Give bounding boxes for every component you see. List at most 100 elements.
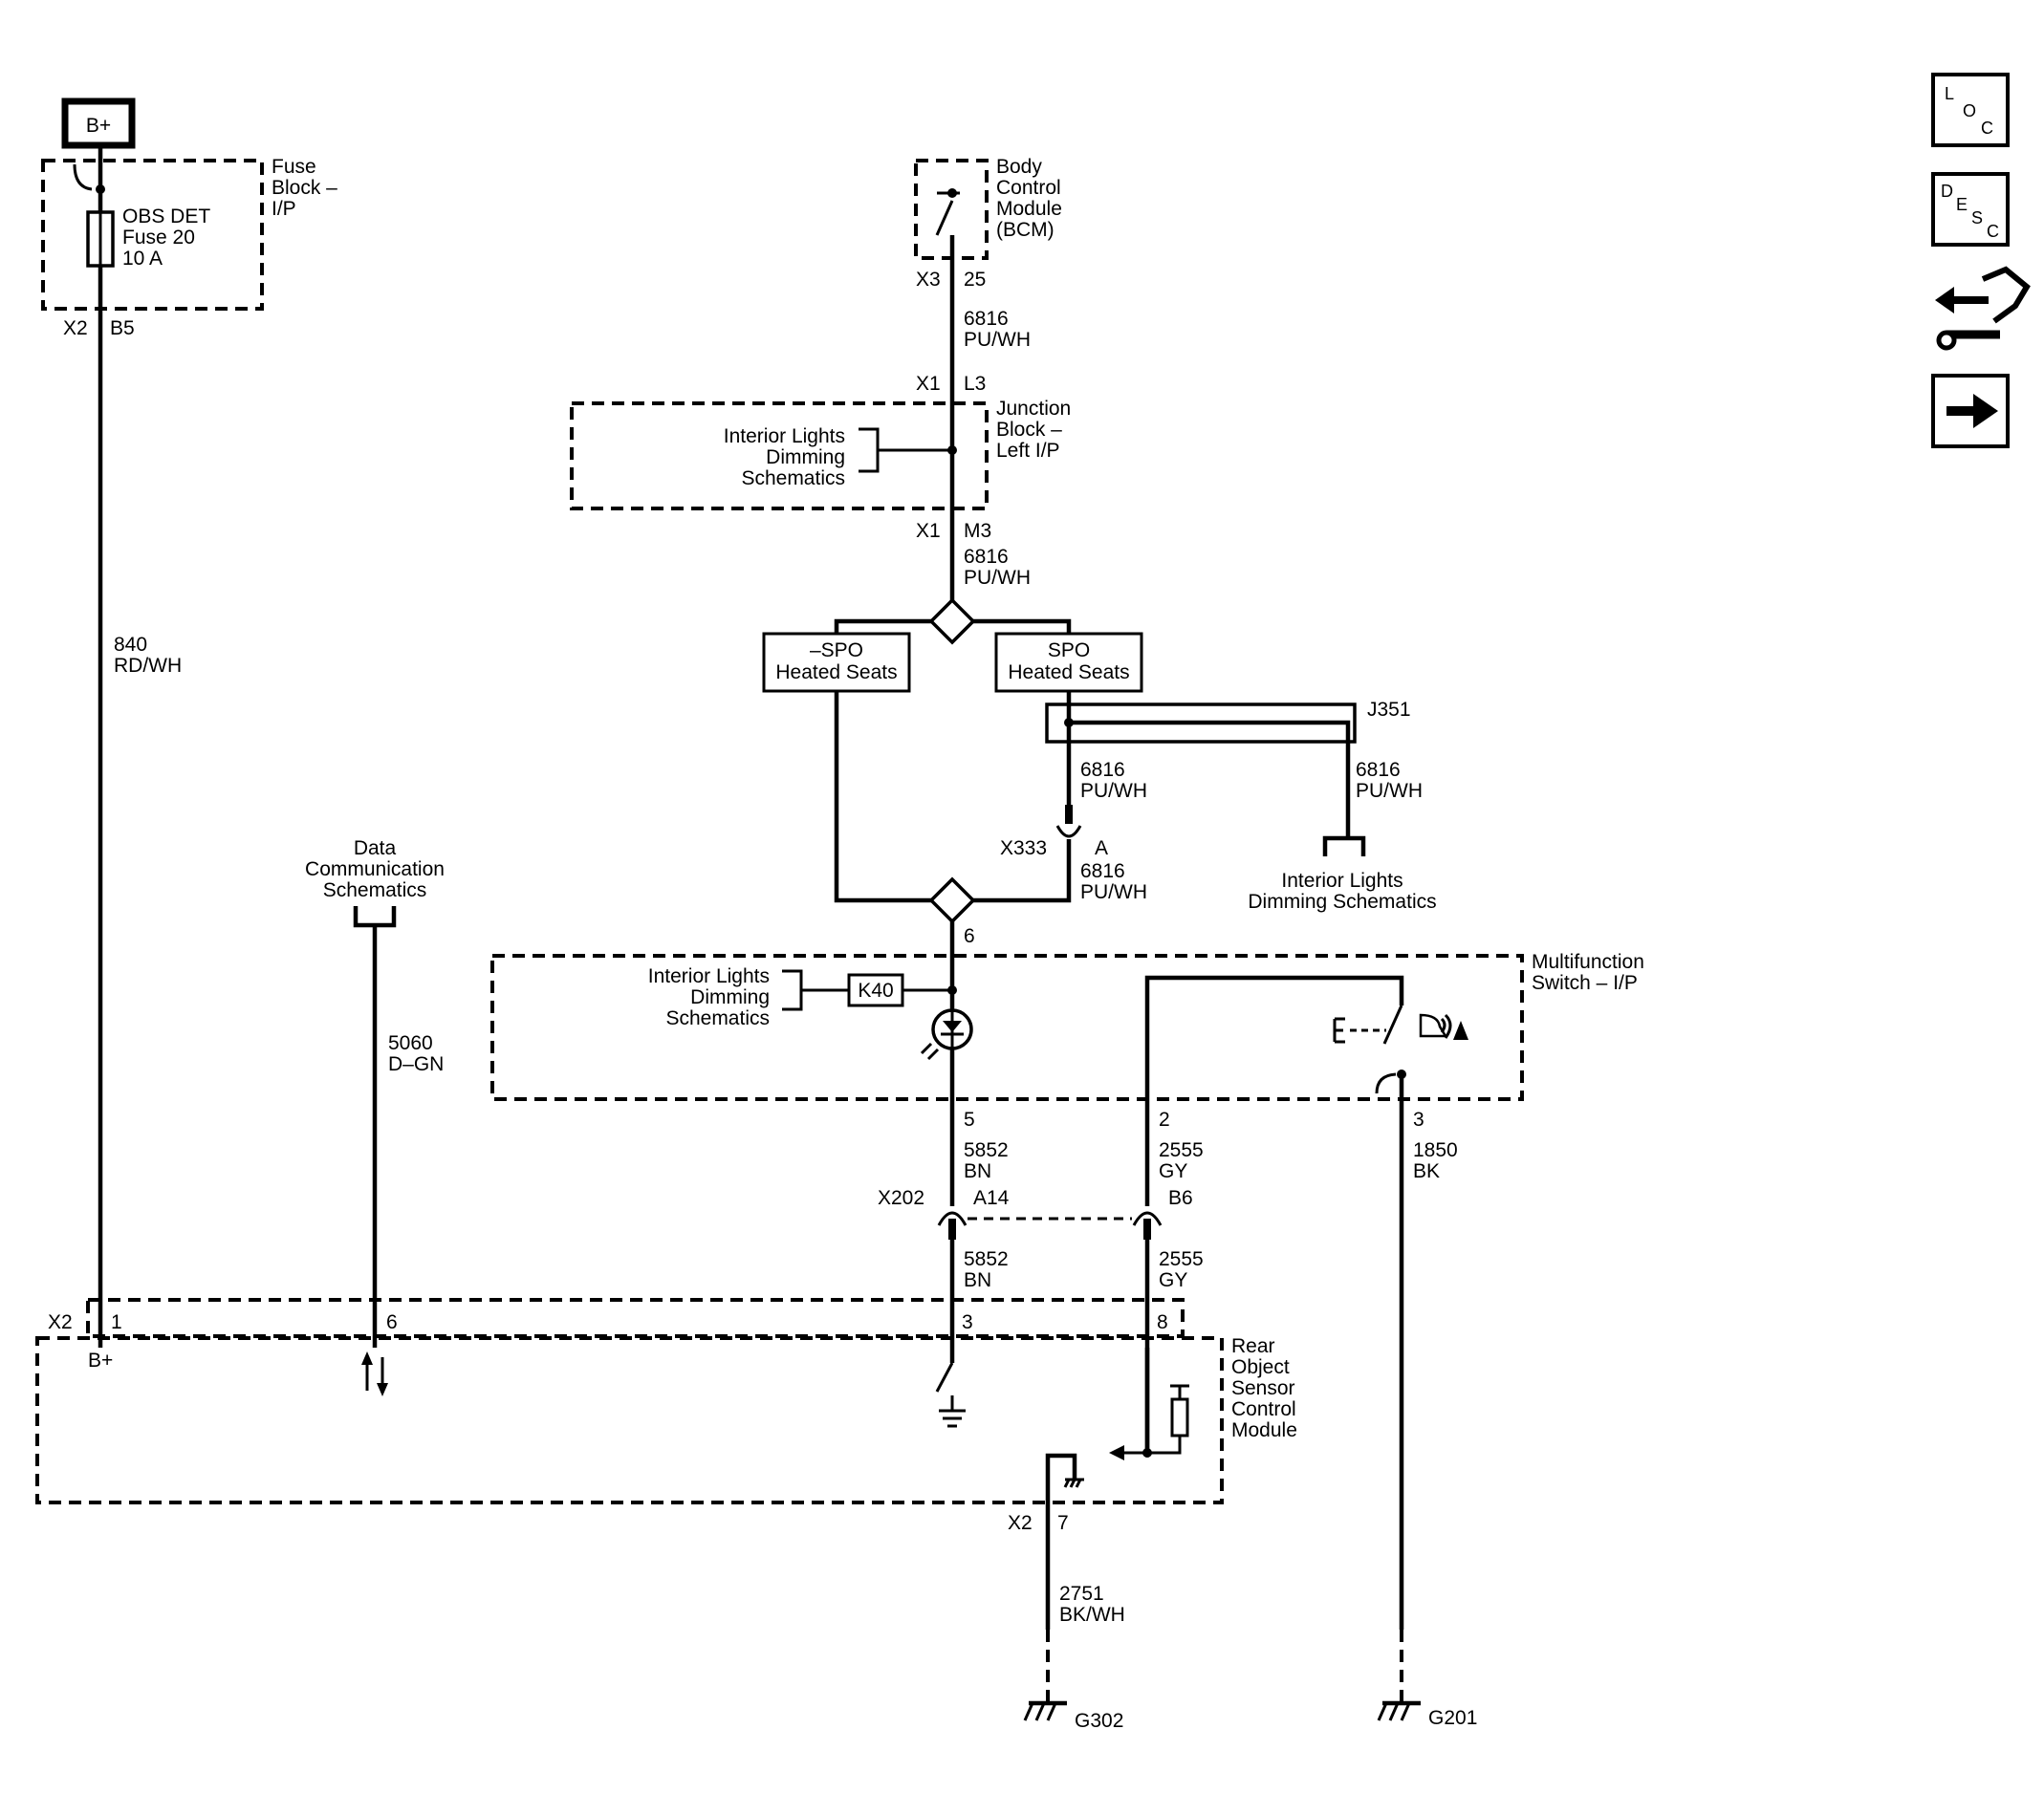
option-no-spo-1: –SPO (810, 639, 863, 661)
fuse-block-connector: X2 (63, 317, 88, 339)
desc-letter-s: S (1971, 208, 1983, 227)
fuse-rating: 10 A (122, 248, 163, 270)
bcm-name-3: Module (996, 198, 1062, 220)
connector-swap-icon[interactable] (1935, 266, 2031, 351)
wire-2555-b-circuit: 2555 (1159, 1248, 1204, 1270)
junction-name-1: Junction (996, 398, 1071, 420)
rear-module-name-3: Sensor (1231, 1377, 1295, 1399)
wire-5852-a-circuit: 5852 (964, 1139, 1009, 1161)
wire-6816-a-color: PU/WH (964, 329, 1031, 351)
junction-ref-2: Dimming (766, 446, 845, 468)
junction-ref-1: Interior Lights (724, 425, 845, 447)
multifunction-switch: Multifunction Switch – I/P Interior Ligh… (490, 951, 1644, 1101)
data-comm-ref-2: Communication (305, 858, 445, 880)
wire-2555-a-circuit: 2555 (1159, 1139, 1204, 1161)
option-no-spo-box: –SPO Heated Seats (762, 632, 911, 693)
rear-module-pin-6: 6 (386, 1311, 398, 1333)
option-spo-1: SPO (1048, 639, 1090, 661)
wire-6816-e-color: PU/WH (1080, 881, 1147, 903)
module-switch-icon (935, 1362, 954, 1393)
rear-module-connector-x2 (86, 1298, 1185, 1338)
rear-module-pin-1: 1 (111, 1311, 122, 1333)
mfs-pin-3: 3 (1413, 1109, 1424, 1131)
junction-ref-3: Schematics (741, 467, 845, 489)
ref-bracket-right (1322, 835, 1366, 856)
junction-block: X1 L3 Junction Block – Left I/P Interior… (570, 373, 1071, 542)
horn-icon (1419, 1013, 1448, 1038)
wire-6816-e-circuit: 6816 (1080, 860, 1125, 882)
data-comm-ref-1: Data (354, 837, 397, 859)
wire-2555-b-color: GY (1159, 1269, 1187, 1291)
rear-module-bplus: B+ (88, 1350, 113, 1372)
loc-letter-c: C (1981, 119, 1993, 138)
wire-5852-a-color: BN (964, 1160, 991, 1182)
data-comm-ref-3: Schematics (323, 879, 427, 901)
fuse-block-name-2: Block – (272, 177, 337, 199)
arrow-right-icon[interactable] (1931, 374, 2010, 448)
fuse-block-pin: B5 (110, 317, 135, 339)
rear-module-name-4: Control (1231, 1398, 1296, 1420)
rear-module-name-5: Module (1231, 1419, 1297, 1441)
interior-ref-right-2: Dimming Schematics (1248, 891, 1436, 913)
wire-6816-c-color: PU/WH (1080, 780, 1147, 802)
input-arrow-icon (1109, 1445, 1124, 1460)
k40-label: K40 (858, 980, 893, 1002)
loc-letter-l: L (1945, 84, 1954, 103)
body-control-module: Body Control Module (BCM) X3 25 (914, 156, 1062, 291)
fuse-block-name-3: I/P (272, 198, 296, 220)
wire-2555-a-color: GY (1159, 1160, 1187, 1182)
mfs-pin-5: 5 (964, 1109, 975, 1131)
wire-6816-a-circuit: 6816 (964, 308, 1009, 330)
junction-top-pin: L3 (964, 373, 986, 395)
junction-top-connector: X1 (916, 373, 941, 395)
wire-6816-d-circuit: 6816 (1356, 759, 1401, 781)
switch-pin-in: 6 (964, 925, 975, 947)
mfs-name-2: Switch – I/P (1532, 972, 1638, 994)
wire-2751-color: BK/WH (1059, 1604, 1125, 1626)
wire-1850-color: BK (1413, 1160, 1440, 1182)
loc-letter-o: O (1963, 101, 1976, 120)
wire-6816-d-color: PU/WH (1356, 780, 1423, 802)
k40-box (847, 973, 904, 1007)
x202-pin-a: A14 (973, 1187, 1010, 1209)
x333-connector: X333 (1000, 837, 1047, 859)
junction-name-2: Block – (996, 419, 1062, 441)
splice-j351: J351 (1045, 699, 1411, 838)
option-spo-2: Heated Seats (1008, 661, 1129, 683)
side-icon-desc[interactable]: D E S C (1931, 172, 2010, 247)
bcm-name-2: Control (996, 177, 1061, 199)
wire-840-circuit: 840 (114, 634, 147, 656)
desc-letter-d: D (1941, 182, 1953, 201)
connector-x202: X202 A14 B6 (878, 1187, 1193, 1240)
x202-connector: X202 (878, 1187, 924, 1209)
wire-5852-b-circuit: 5852 (964, 1248, 1009, 1270)
resistor-icon (1170, 1397, 1189, 1437)
ground-g201-label: G201 (1428, 1707, 1477, 1729)
x333-pin: A (1095, 837, 1108, 859)
wire-6816-b-circuit: 6816 (964, 546, 1009, 568)
wire-840-color: RD/WH (114, 655, 182, 677)
rear-module-ground-connector: X2 (1008, 1512, 1033, 1534)
ground-g201: G201 (1377, 1700, 1477, 1729)
fuse-name: OBS DET (122, 205, 210, 227)
wire-5060-color: D–GN (388, 1053, 444, 1075)
bcm-name-1: Body (996, 156, 1042, 178)
mfs-pin-2: 2 (1159, 1109, 1170, 1131)
switch-position-icon (1333, 1017, 1345, 1044)
desc-letter-e: E (1956, 195, 1968, 214)
side-icon-loc[interactable]: L O C (1931, 73, 2010, 147)
fuse-number: Fuse 20 (122, 227, 195, 249)
bcm-name-4: (BCM) (996, 219, 1055, 241)
mfs-name-1: Multifunction (1532, 951, 1644, 973)
junction-bottom-pin: M3 (964, 520, 991, 542)
wire-6816-b-color: PU/WH (964, 567, 1031, 589)
wire-5852-b-color: BN (964, 1269, 991, 1291)
option-no-spo-2: Heated Seats (775, 661, 897, 683)
rear-module-pin-8: 8 (1157, 1311, 1168, 1333)
mfs-ref-1: Interior Lights (648, 965, 770, 987)
option-spo-box: SPO Heated Seats (994, 632, 1143, 693)
wire-1850-circuit: 1850 (1413, 1139, 1458, 1161)
splice-j351-label: J351 (1367, 699, 1411, 721)
option-split-top-icon (928, 597, 976, 645)
x202-pin-b: B6 (1168, 1187, 1193, 1209)
